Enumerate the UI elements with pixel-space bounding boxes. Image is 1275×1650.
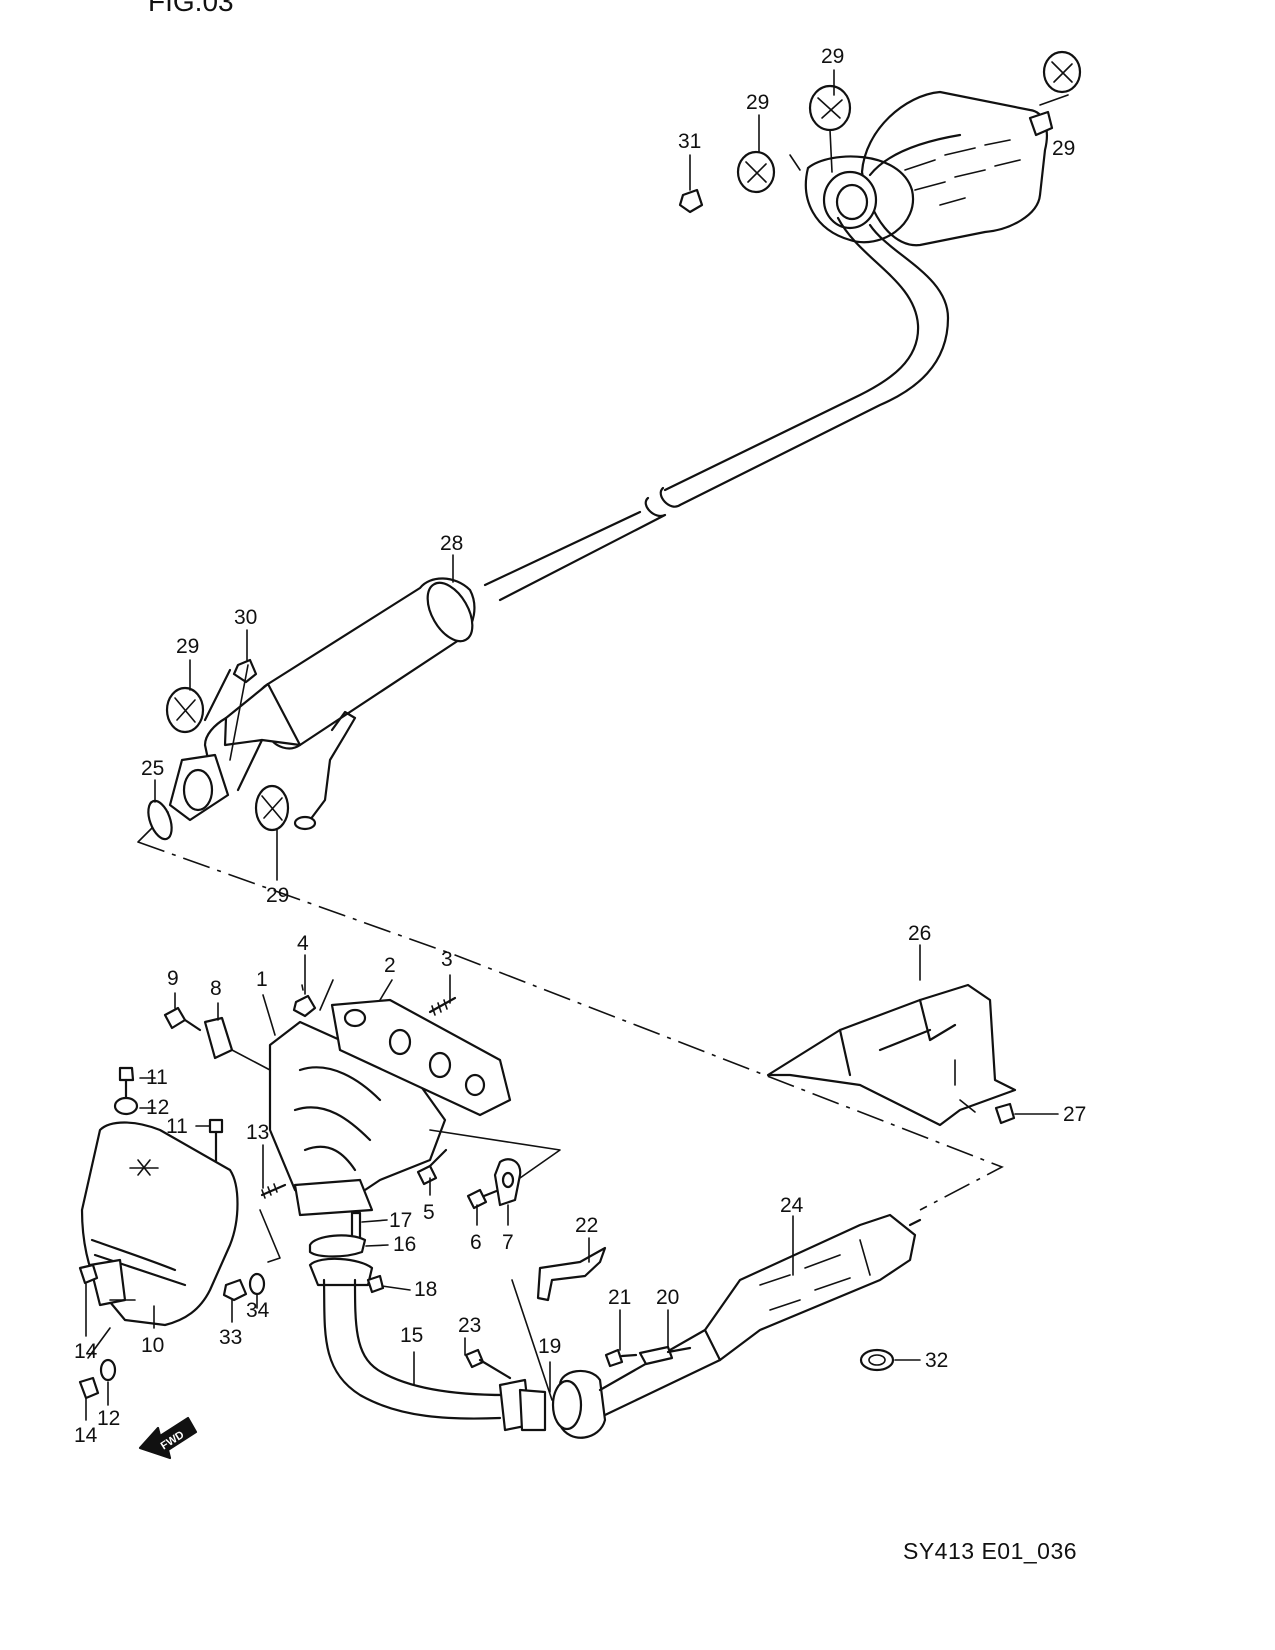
callout-25: 25 bbox=[141, 757, 164, 780]
callout-13: 13 bbox=[246, 1121, 269, 1144]
nut-30 bbox=[232, 658, 258, 684]
callout-20: 20 bbox=[656, 1286, 679, 1309]
callout-4: 4 bbox=[297, 932, 309, 955]
bracket-7 bbox=[493, 1158, 522, 1207]
callout-2: 2 bbox=[384, 954, 396, 977]
bracket-8 bbox=[203, 1016, 234, 1060]
nut-14-b bbox=[78, 1376, 100, 1400]
clip-32 bbox=[859, 1348, 895, 1372]
bolt-11-b bbox=[208, 1118, 224, 1178]
bracket-22 bbox=[536, 1246, 607, 1302]
figure-title: FIG.03 bbox=[148, 0, 234, 17]
callout-12a: 12 bbox=[146, 1096, 169, 1119]
callout-11b: 11 bbox=[166, 1115, 188, 1138]
callout-31: 31 bbox=[678, 130, 701, 153]
nut-18 bbox=[366, 1274, 385, 1294]
hanger-29-c bbox=[1042, 50, 1082, 94]
center-pipe-flange bbox=[147, 753, 230, 841]
callout-29d: 29 bbox=[176, 635, 199, 658]
callout-12b: 12 bbox=[97, 1407, 120, 1430]
callout-32: 32 bbox=[925, 1349, 948, 1372]
rubber-hangers bbox=[165, 50, 1082, 832]
callout-26: 26 bbox=[908, 922, 931, 945]
callout-17: 17 bbox=[389, 1209, 412, 1232]
callout-1: 1 bbox=[256, 968, 268, 991]
callout-33: 33 bbox=[219, 1326, 242, 1349]
gasket-16 bbox=[308, 1234, 367, 1258]
forward-direction-arrow: FWD bbox=[138, 1416, 198, 1460]
callout-19: 19 bbox=[538, 1335, 561, 1358]
nut-14-a bbox=[78, 1263, 99, 1285]
callout-10: 10 bbox=[141, 1334, 164, 1357]
catalytic-converter-24 bbox=[558, 1213, 922, 1439]
callout-34: 34 bbox=[246, 1299, 270, 1322]
heat-shield-10 bbox=[80, 1121, 239, 1327]
bolt-21 bbox=[604, 1348, 638, 1368]
exhaust-manifold bbox=[268, 1020, 447, 1217]
nut-31 bbox=[678, 188, 704, 214]
stud-13 bbox=[260, 1183, 287, 1199]
callout-24: 24 bbox=[780, 1194, 804, 1217]
callout-21: 21 bbox=[608, 1286, 631, 1309]
bolt-23 bbox=[464, 1348, 512, 1380]
front-pipe-15 bbox=[308, 1257, 547, 1432]
callout-28: 28 bbox=[440, 532, 463, 555]
callout-29e: 29 bbox=[266, 884, 289, 907]
bolt-11-a bbox=[118, 1066, 135, 1100]
nut-27 bbox=[994, 1102, 1016, 1125]
hanger-29-b bbox=[736, 150, 776, 194]
document-code: SY413 E01_036 bbox=[903, 1538, 1078, 1564]
callout-6: 6 bbox=[470, 1231, 482, 1254]
stud-17 bbox=[350, 1211, 362, 1240]
callout-18: 18 bbox=[414, 1278, 437, 1301]
rear-muffler bbox=[804, 90, 1054, 247]
hanger-29-d bbox=[165, 686, 205, 734]
center-muffler bbox=[203, 577, 476, 831]
nut-34 bbox=[248, 1272, 266, 1296]
callout-22: 22 bbox=[575, 1214, 598, 1237]
hanger-29-e bbox=[254, 784, 290, 832]
nut-33 bbox=[222, 1278, 248, 1302]
callout-29a: 29 bbox=[821, 45, 844, 68]
callout-labels: 1 2 3 4 5 6 7 8 9 10 11 11 12 12 13 14 1… bbox=[74, 45, 1086, 1447]
callout-23: 23 bbox=[458, 1314, 481, 1337]
nut-4 bbox=[292, 994, 317, 1018]
callout-7: 7 bbox=[502, 1231, 514, 1254]
callout-29c: 29 bbox=[1052, 137, 1075, 160]
leader-lines bbox=[85, 69, 1069, 1421]
callout-3: 3 bbox=[441, 948, 453, 971]
heat-shield-26 bbox=[766, 983, 1017, 1127]
callout-14a: 14 bbox=[74, 1340, 98, 1363]
sensor-20 bbox=[638, 1345, 692, 1366]
hanger-29-a bbox=[808, 84, 852, 132]
callout-8: 8 bbox=[210, 977, 222, 1000]
washer-12-b bbox=[99, 1358, 117, 1382]
bolt-5 bbox=[416, 1148, 448, 1186]
stud-3 bbox=[428, 996, 457, 1016]
callout-16: 16 bbox=[393, 1233, 416, 1256]
callout-30: 30 bbox=[234, 606, 257, 629]
callout-15: 15 bbox=[400, 1324, 423, 1347]
callout-9: 9 bbox=[167, 967, 179, 990]
callout-14b: 14 bbox=[74, 1424, 98, 1447]
callout-11a: 11 bbox=[146, 1066, 168, 1089]
washer-12-a bbox=[113, 1096, 139, 1116]
callout-29b: 29 bbox=[746, 91, 769, 114]
callout-27: 27 bbox=[1063, 1103, 1086, 1126]
callout-5: 5 bbox=[423, 1201, 435, 1224]
tail-pipe bbox=[483, 216, 950, 602]
gasket-19 bbox=[551, 1379, 583, 1431]
manifold-gasket bbox=[330, 998, 512, 1117]
bolt-9 bbox=[163, 1006, 202, 1032]
